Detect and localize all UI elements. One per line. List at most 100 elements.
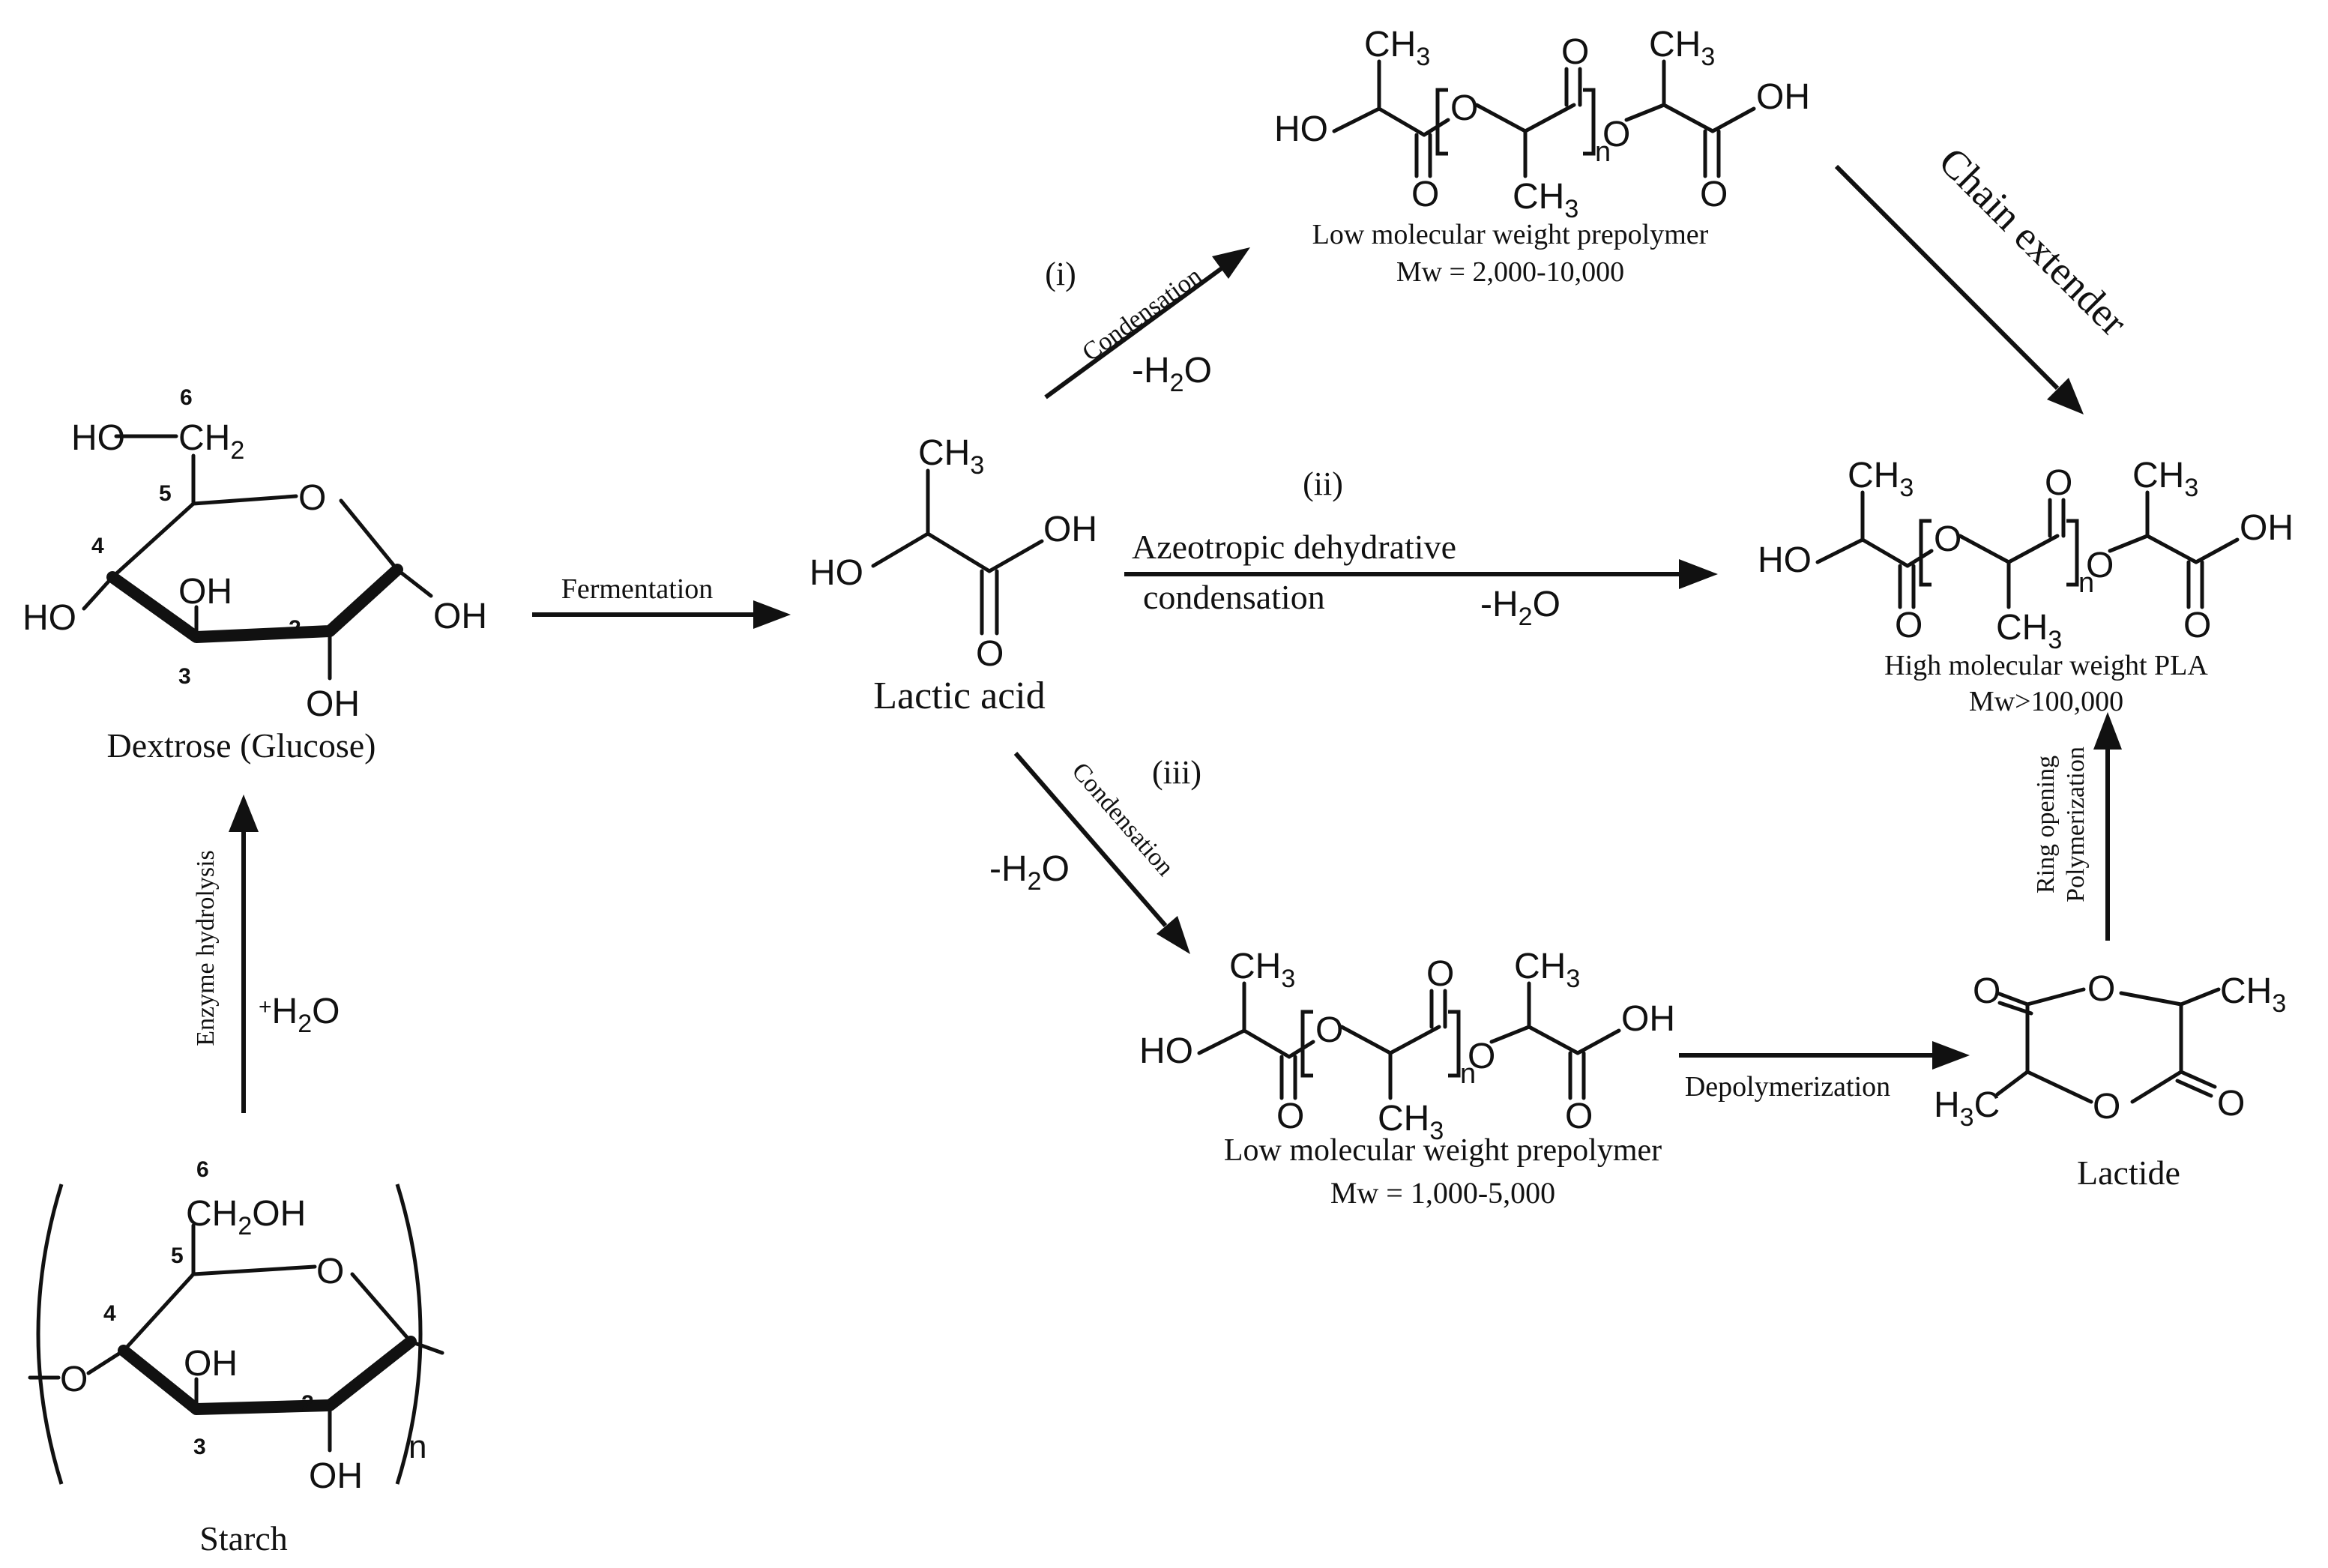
glucose-structure: HO CH2 O HO OH OH OH 6 5 4 3 2 Dextrose … — [22, 385, 487, 765]
prepolymer-bottom-ester-o: O — [1315, 1010, 1343, 1050]
svg-text:-H2O: -H2O — [989, 849, 1070, 896]
starch-oh-mid: OH — [184, 1344, 238, 1384]
lactide-name: Lactide — [2077, 1154, 2180, 1192]
route-ii-step: (ii) Azeotropic dehydrative condensation… — [1124, 465, 1718, 631]
pla-oh: OH — [2240, 508, 2294, 548]
route-ii-byproduct-o: O — [1533, 585, 1560, 624]
prepolymer-bottom-carbonyl-left: O — [1276, 1097, 1304, 1136]
prepolymer-bottom-carbonyl-mid: O — [1426, 954, 1454, 994]
ring-opening-step: Ring opening Polymerization — [2032, 712, 2122, 941]
glucose-carbon-3: 3 — [178, 664, 191, 689]
route-ii-byproduct: -H — [1480, 585, 1519, 624]
route-iii-byproduct-sub: 2 — [1028, 867, 1042, 896]
starch-carbon-2: 2 — [301, 1391, 314, 1416]
pla-carbonyl-mid: O — [2045, 463, 2072, 503]
pla-ch3-left: CH — [1848, 456, 1899, 495]
prepolymer-top-carbonyl-left: O — [1411, 175, 1439, 214]
pla-structure: HO CH3 O O CH3 O n O CH3 O OH — [1758, 456, 2294, 654]
prepolymer-bottom-ch3-mid: CH — [1378, 1099, 1429, 1139]
starch-link-oxygen: O — [60, 1360, 88, 1399]
glucose-carbon-6: 6 — [180, 385, 193, 410]
lactide-ring-o-bottom: O — [2093, 1087, 2120, 1127]
glucose-carbon-2: 2 — [289, 616, 301, 641]
prepolymer-top-ester-o: O — [1450, 88, 1478, 128]
prepolymer-bottom-oh: OH — [1621, 999, 1675, 1039]
lactide-structure: O O CH3 O O H3C Lactide — [1934, 969, 2286, 1192]
depolymerization-label: Depolymerization — [1685, 1071, 1890, 1103]
ring-opening-label-line1: Ring opening — [2032, 756, 2060, 893]
lactic-ho: HO — [809, 553, 863, 593]
chain-extender-step: Chain extender — [1834, 139, 2136, 414]
fermentation-step: Fermentation — [532, 573, 791, 629]
prepolymer-top-oh: OH — [1756, 77, 1810, 117]
pla-carbonyl-right: O — [2183, 606, 2211, 645]
route-i-step: Condensation (i) -H2O — [1044, 247, 1250, 399]
pla-ester-o: O — [1934, 519, 1961, 559]
pla-ch3-mid-sub: 3 — [2048, 626, 2062, 654]
chain-extender-label: Chain extender — [1930, 139, 2136, 345]
lactic-carbonyl-o: O — [976, 634, 1004, 674]
prepolymer-bottom-ch3-left: CH — [1229, 947, 1281, 986]
starch-carbon-4: 4 — [103, 1301, 116, 1326]
pla-ho: HO — [1758, 540, 1812, 580]
lactide-h3c-sub: 3 — [1960, 1103, 1974, 1132]
svg-text:CH3: CH3 — [1378, 1099, 1444, 1145]
route-i-byproduct-o: O — [1184, 351, 1212, 391]
lactide-h3c-c: C — [1974, 1085, 2000, 1125]
glucose-ho-label: HO — [71, 418, 125, 458]
starch-ring-oxygen: O — [316, 1252, 344, 1291]
starch-carbon-5: 5 — [171, 1243, 184, 1268]
prepolymer-top-ch3-right: CH — [1649, 25, 1701, 64]
fermentation-label: Fermentation — [561, 573, 714, 605]
route-ii-label-line1: Azeotropic dehydrative — [1132, 528, 1456, 566]
prepolymer-bottom-ch3-left-sub: 3 — [1281, 965, 1295, 993]
starch-ch2oh-oh: OH — [252, 1194, 306, 1234]
prepolymer-top-ch3-right-sub: 3 — [1701, 43, 1715, 71]
prepolymer-bottom-name: Low molecular weight prepolymer — [1224, 1133, 1662, 1168]
glucose-oh-left: HO — [22, 598, 76, 638]
starch-ch2oh-sub: 2 — [238, 1212, 252, 1240]
ring-opening-label-line2: Polymerization — [2062, 747, 2090, 902]
svg-text:+H2O: +H2O — [259, 992, 340, 1038]
depolymerization-step: Depolymerization — [1679, 1041, 1970, 1103]
lactide-ch3-sub: 3 — [2272, 989, 2286, 1018]
lactic-ch3-sub: 3 — [970, 451, 984, 480]
starch-oh-bottom: OH — [309, 1456, 363, 1496]
svg-text:CH3: CH3 — [1229, 947, 1295, 993]
starch-ch2oh-ch: CH — [186, 1194, 238, 1234]
glucose-ring-oxygen: O — [298, 478, 326, 518]
prepolymer-top-ch3-left: CH — [1364, 25, 1416, 64]
svg-text:CH3: CH3 — [1649, 25, 1715, 71]
route-ii-label-line2: condensation — [1143, 578, 1325, 616]
starch-name: Starch — [199, 1519, 288, 1558]
prepolymer-top-ch3-left-sub: 3 — [1416, 43, 1430, 71]
glucose-oh-bottom: OH — [306, 684, 360, 724]
hydrolysis-h: H — [272, 992, 298, 1031]
prepolymer-top-mw: Mw = 2,000-10,000 — [1396, 256, 1624, 288]
pla-carbonyl-left: O — [1895, 606, 1923, 645]
route-ii-marker: (ii) — [1303, 465, 1343, 502]
route-iii-step: Condensation (iii) -H2O — [989, 752, 1201, 954]
route-i-byproduct: -H — [1132, 351, 1170, 391]
pla-ch3-right-sub: 3 — [2184, 474, 2198, 502]
glucose-carbon-4: 4 — [91, 534, 104, 558]
svg-text:CH3: CH3 — [2132, 456, 2198, 502]
prepolymer-bottom-ch3-mid-sub: 3 — [1429, 1117, 1444, 1145]
route-iii-byproduct: -H — [989, 849, 1028, 889]
prepolymer-top-structure: HO CH3 O O CH3 O n O CH3 O OH — [1274, 25, 1810, 223]
lactide-carbonyl-o-left: O — [1973, 971, 2000, 1011]
glucose-oh-mid: OH — [178, 572, 232, 612]
lactic-oh: OH — [1043, 510, 1097, 549]
svg-text:CH2: CH2 — [178, 418, 244, 465]
prepolymer-top-link-o: O — [1602, 115, 1630, 154]
prepolymer-top-carbonyl-mid: O — [1561, 32, 1589, 72]
lactic-acid-structure: CH3 HO OH O Lactic acid — [809, 433, 1097, 717]
starch-repeat-n: n — [408, 1429, 426, 1465]
pla-link-o: O — [2086, 546, 2114, 585]
prepolymer-top-ch3-mid: CH — [1513, 177, 1564, 217]
glucose-name: Dextrose (Glucose) — [107, 726, 376, 765]
svg-text:-H2O: -H2O — [1480, 585, 1560, 631]
lactic-acid-name: Lactic acid — [873, 675, 1046, 717]
lactic-ch3: CH — [918, 433, 970, 473]
